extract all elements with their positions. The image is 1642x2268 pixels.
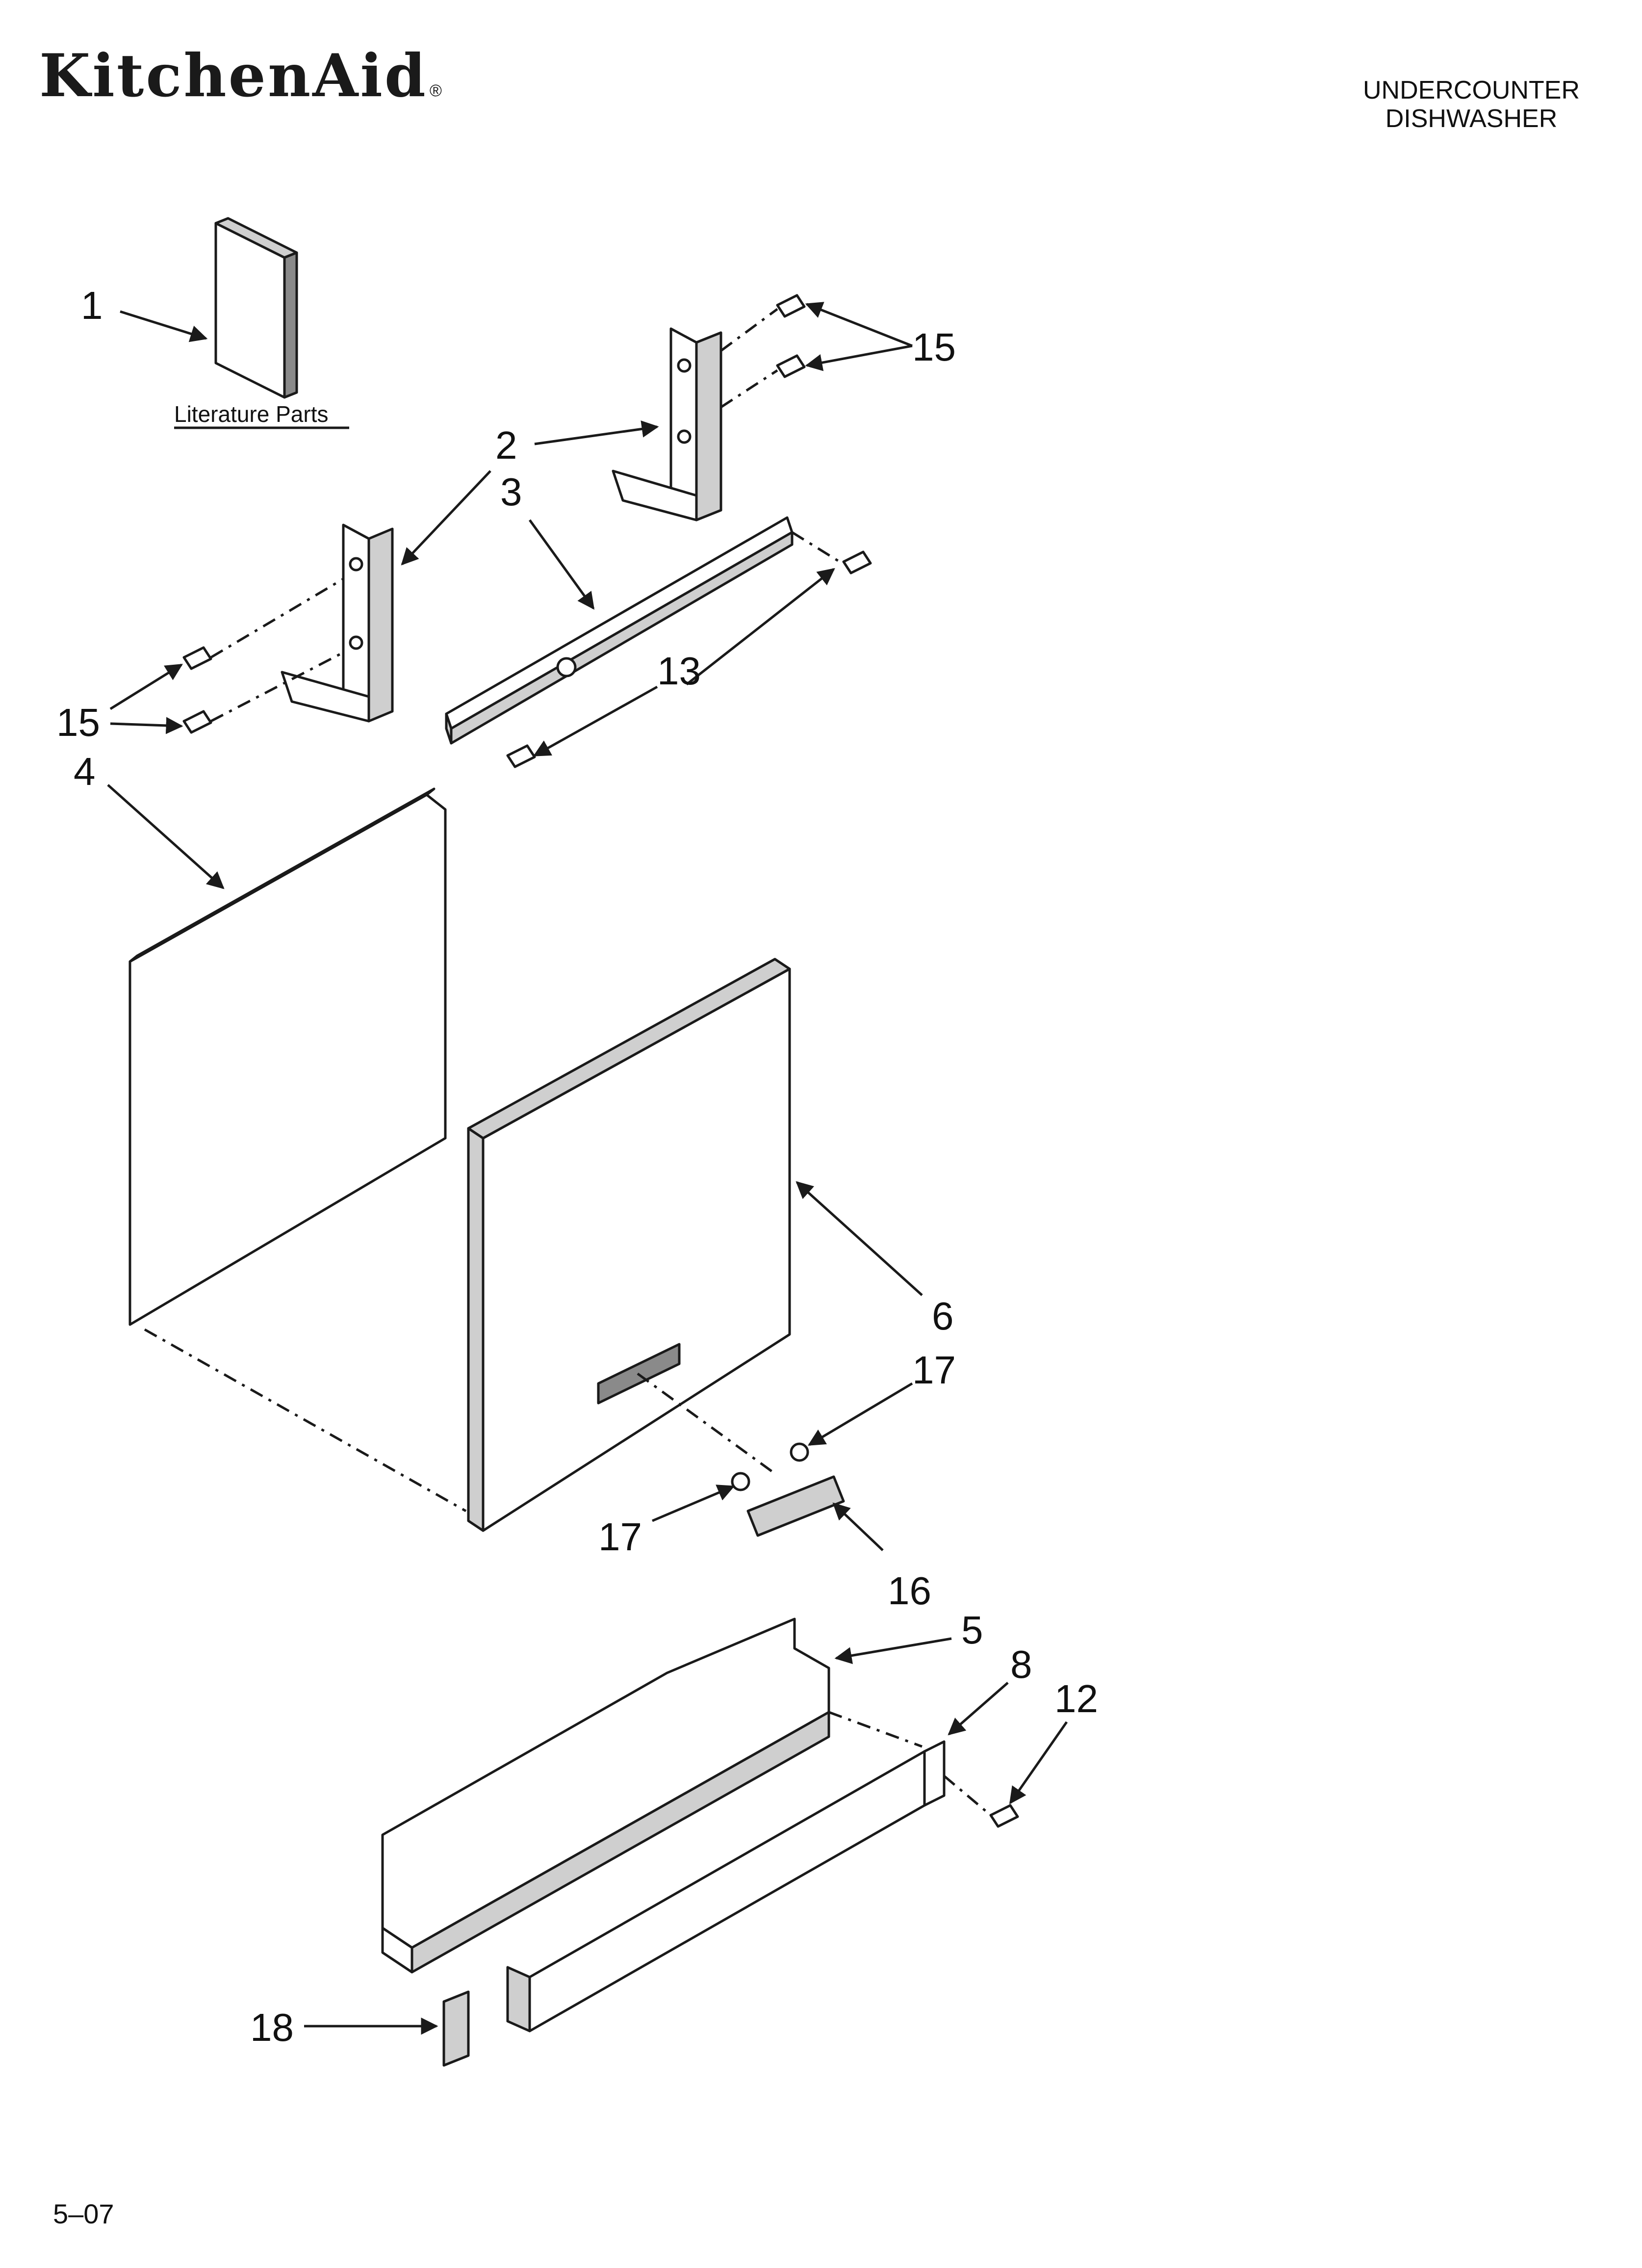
callout-3: 3 (500, 470, 522, 514)
brand-name: KitchenAid (39, 41, 428, 110)
screw-15-upper-a (776, 294, 806, 318)
callout-arrow-2a (534, 420, 659, 445)
callout-arrow-13a (686, 568, 835, 685)
screw-13-right (842, 550, 872, 574)
toe-panel-clip (442, 1990, 470, 2067)
handle-guide-line (637, 1372, 773, 1473)
callout-16: 16 (888, 1569, 931, 1613)
brand-logo: KitchenAid® (39, 47, 444, 105)
screw-15-upper-b (776, 354, 806, 378)
screw-13-left (506, 744, 536, 768)
door-handle (746, 1475, 845, 1537)
callout-4: 4 (74, 750, 96, 793)
screw-12 (989, 1804, 1019, 1828)
callout-15-upper: 15 (912, 325, 956, 369)
screw-15-lower-a (182, 646, 212, 670)
callout-18: 18 (250, 2006, 294, 2049)
callout-arrow-3 (528, 519, 595, 610)
registered-mark: ® (429, 81, 444, 100)
callout-arrow-13b (533, 685, 658, 757)
callout-arrow-8 (948, 1682, 1009, 1736)
callout-arrow-17b (652, 1485, 735, 1522)
callout-17-lower: 17 (598, 1515, 642, 1559)
callout-arrow-15a (805, 302, 913, 347)
screw-guide-2 (720, 369, 778, 409)
callout-8: 8 (1010, 1642, 1032, 1686)
callout-arrow-15c (109, 663, 183, 710)
screw-guide-5 (791, 531, 845, 566)
toe-kick-panel (506, 1740, 946, 2033)
product-title-line2: DISHWASHER (1385, 104, 1558, 133)
callout-arrow-1 (120, 310, 208, 342)
mounting-bracket-upper (612, 327, 722, 521)
toe-panel-bracket (381, 1617, 830, 1974)
footer-code: 5–07 (53, 2198, 114, 2229)
callout-5: 5 (961, 1608, 983, 1652)
callout-arrow-17a (807, 1382, 913, 1446)
callout-arrow-15b (805, 344, 913, 371)
callout-arrow-5 (834, 1637, 952, 1664)
callout-1: 1 (81, 284, 103, 327)
product-title-line1: UNDERCOUNTER (1363, 76, 1580, 104)
callout-2: 2 (495, 423, 517, 467)
screw-guide-1 (720, 308, 778, 352)
door-panel (467, 958, 791, 1532)
side-panel-guide-line (144, 1328, 467, 1512)
front-rail (445, 516, 794, 745)
callout-arrow-16 (832, 1502, 884, 1551)
callout-17-upper: 17 (912, 1348, 956, 1392)
toe-panel-guide-line (828, 1711, 923, 1748)
nut-upper (790, 1442, 809, 1462)
callout-arrow-6 (795, 1181, 923, 1296)
screw-guide-3 (210, 577, 344, 659)
screw-guide-4 (210, 651, 344, 723)
callout-arrow-12 (1009, 1721, 1068, 1804)
callout-12: 12 (1054, 1677, 1098, 1721)
callout-arrow-15d (110, 717, 183, 734)
nut-lower (731, 1472, 750, 1491)
mounting-bracket-lower (281, 523, 394, 723)
callout-arrow-2b (401, 470, 491, 566)
product-title: UNDERCOUNTER DISHWASHER (1300, 76, 1642, 133)
literature-parts-label: Literature Parts (174, 401, 328, 427)
callout-13: 13 (657, 649, 701, 693)
callout-arrow-4 (107, 784, 225, 889)
screw-15-lower-b (182, 710, 212, 734)
callout-15-lower: 15 (56, 701, 100, 744)
callout-6: 6 (932, 1294, 954, 1338)
literature-booklet (214, 217, 298, 399)
side-panel (128, 787, 447, 1326)
screw-guide-6 (943, 1775, 992, 1816)
